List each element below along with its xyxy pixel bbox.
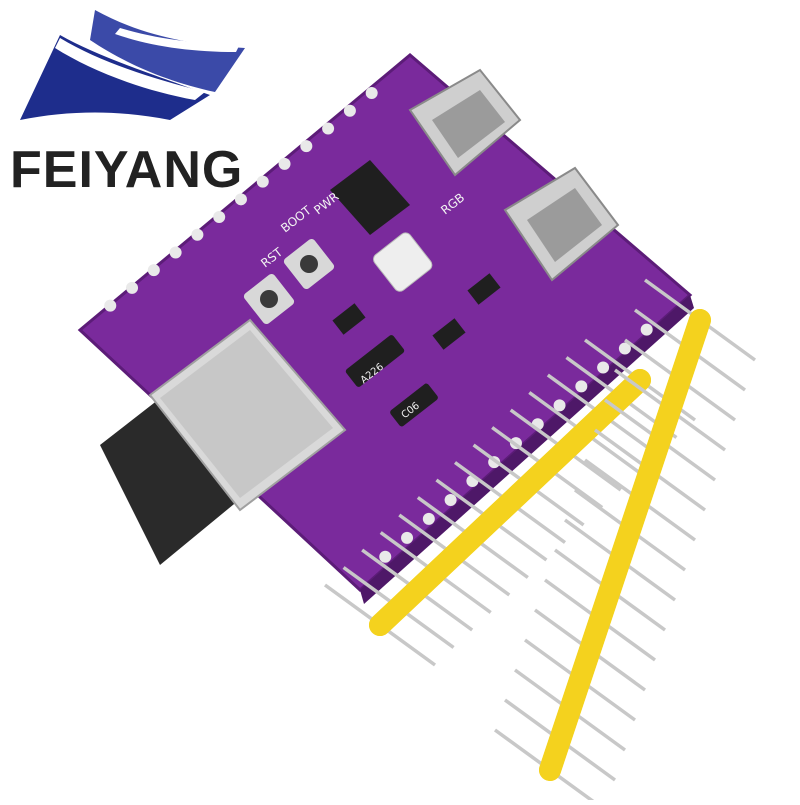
pin-hole [213, 211, 226, 224]
boot-button [283, 238, 335, 290]
pin-hole [553, 399, 566, 412]
pin-hole [300, 140, 313, 153]
usb-c-connector-1 [408, 68, 522, 177]
pin-hole [322, 122, 335, 135]
dev-board: A226 C06 RST BOOT RGB PWR [77, 53, 694, 604]
reset-button [243, 273, 295, 325]
pin-hole [640, 323, 653, 336]
pin-hole [444, 493, 457, 506]
pin-hole [618, 342, 631, 355]
usb-c-connector-2 [503, 166, 620, 282]
pin-hole [422, 512, 435, 525]
capacitor [390, 383, 438, 427]
inductor [345, 335, 405, 387]
pin-hole [147, 264, 160, 277]
pin-hole [234, 193, 247, 206]
pin-hole [256, 175, 269, 188]
esp-module [100, 318, 347, 565]
brand-name: FEIYANG [10, 141, 244, 199]
pin-hole [365, 87, 378, 100]
pin-hole [597, 361, 610, 374]
pin-hole [126, 281, 139, 294]
header-pin-strip-2 [493, 278, 757, 805]
regulator-chip [330, 160, 410, 235]
pin-hole [575, 380, 588, 393]
pin-hole [278, 157, 291, 170]
header-pin-strip-1 [323, 338, 697, 667]
rgb-led [373, 232, 433, 292]
pin-hole [379, 550, 392, 563]
pin-hole [401, 531, 414, 544]
brand-logo [20, 10, 245, 120]
pin-hole [169, 246, 182, 259]
pin-hole [104, 299, 117, 312]
pin-hole [343, 104, 356, 117]
pin-hole [191, 228, 204, 241]
